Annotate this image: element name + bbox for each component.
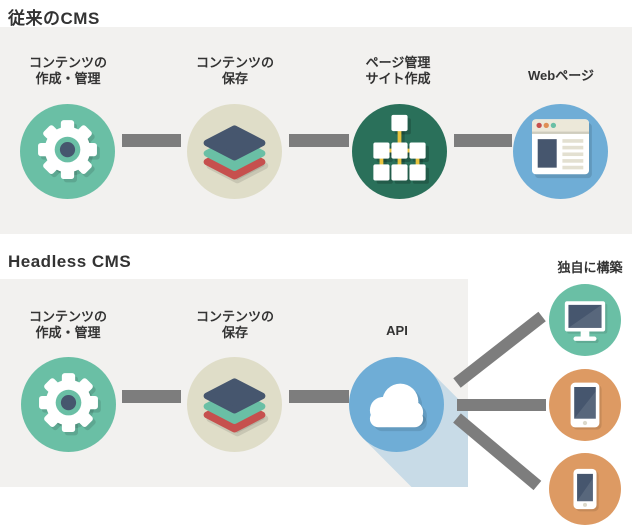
connector-bar	[289, 134, 349, 147]
layers-icon	[203, 125, 269, 184]
monitor-icon	[564, 301, 608, 344]
node-api-circle	[349, 357, 444, 452]
label-page-manage-site-create: ページ管理 サイト作成	[365, 55, 431, 86]
node-content-store-circle	[187, 104, 282, 199]
client-smartphone-circle	[549, 453, 621, 525]
sitemap-icon	[373, 114, 429, 184]
layers-icon	[203, 378, 269, 437]
traditional-cms-title: 従来のCMS	[8, 9, 100, 28]
gear-icon	[39, 373, 101, 436]
tablet-icon	[570, 382, 602, 430]
connector-bar	[122, 134, 181, 147]
label-web-page: Webページ	[528, 68, 594, 83]
node-content-create-circle-2	[21, 357, 116, 452]
api-to-tablet-line	[457, 399, 546, 411]
label-content-store: コンテンツの 保存	[195, 55, 274, 86]
label-content-create-manage: コンテンツの 作成・管理	[28, 55, 107, 86]
node-page-site-circle	[352, 104, 447, 199]
client-tablet-circle	[549, 369, 621, 441]
gear-icon	[38, 120, 100, 183]
label-content-create-manage-2: コンテンツの 作成・管理	[28, 309, 107, 340]
connector-bar	[454, 134, 512, 147]
node-content-create-circle	[20, 104, 115, 199]
node-content-store-circle-2	[187, 357, 282, 452]
label-build-independently: 独自に構築	[557, 260, 623, 275]
label-api: API	[386, 323, 408, 338]
connector-bar	[122, 390, 181, 403]
browser-icon	[532, 119, 592, 179]
label-content-store-2: コンテンツの 保存	[195, 309, 274, 340]
client-monitor-circle	[549, 284, 621, 356]
cloud-icon	[369, 383, 427, 432]
node-web-page-circle	[513, 104, 608, 199]
headless-cms-title: Headless CMS	[8, 252, 132, 271]
smartphone-icon	[573, 468, 599, 512]
connector-bar	[289, 390, 349, 403]
